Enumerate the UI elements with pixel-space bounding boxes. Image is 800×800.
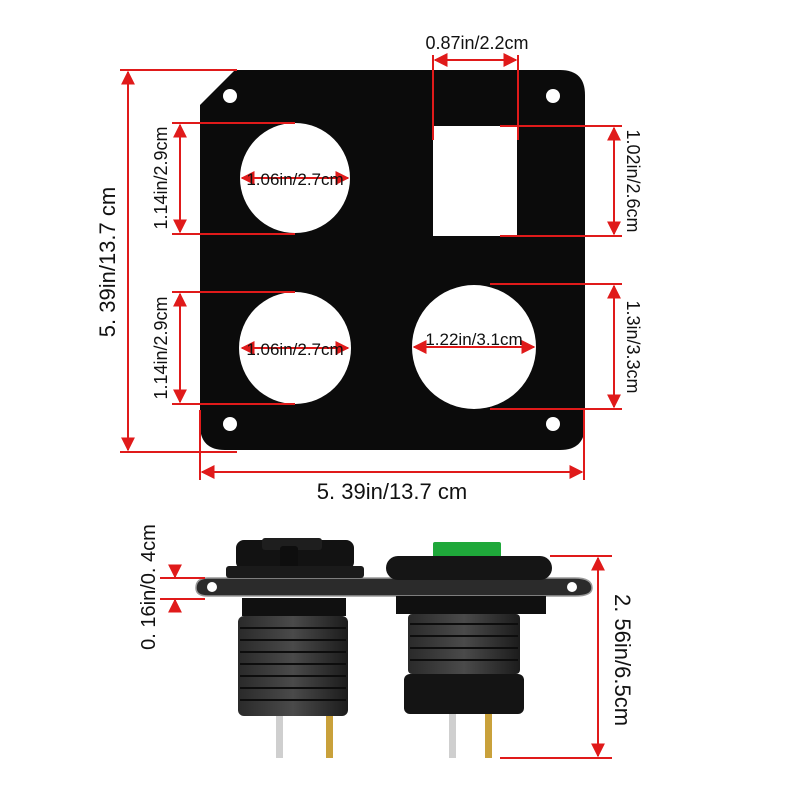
mount-hole-top-left [223,89,237,103]
panel-height-label: 5. 39in/13.7 cm [95,187,120,337]
usb-socket-left [226,538,364,758]
top-left-hole-height-label: 1.14in/2.9cm [151,126,171,229]
bottom-left-hole-diameter-label: 1.06in/2.7cm [246,340,343,359]
rect-hole-height-label: 1.02in/2.6cm [623,129,643,232]
usb-socket-right [386,542,552,758]
top-left-hole-diameter-label: 1.06in/2.7cm [246,170,343,189]
bottom-left-hole-height-label: 1.14in/2.9cm [151,296,171,399]
large-hole-diameter-label: 1.22in/3.1cm [425,330,522,349]
socket-depth-label: 2. 56in/6.5cm [610,594,635,726]
side-view [195,538,593,758]
panel-thickness-label: 0. 16in/0. 4cm [138,524,160,650]
mount-hole-top-right [546,89,560,103]
panel-edge-side [195,577,593,597]
switch-panel-top-view [200,70,585,450]
terminal-silver-right [449,714,456,758]
green-switch-led [433,542,501,558]
dimension-lines [120,53,622,480]
terminal-silver-left [276,716,283,758]
dimension-labels: 0.87in/2.2cm 1.02in/2.6cm 1.06in/2.7cm 1… [95,33,643,726]
mount-hole-bottom-right [546,417,560,431]
panel-width-label: 5. 39in/13.7 cm [317,479,467,504]
rect-hole-width-label: 0.87in/2.2cm [425,33,528,53]
terminal-gold-left [326,716,333,758]
terminal-gold-right [485,714,492,758]
mount-hole-bottom-left [223,417,237,431]
switch-hole-rect [433,126,517,236]
large-hole-height-label: 1.3in/3.3cm [623,300,643,393]
side-dimension-lines [160,555,612,759]
